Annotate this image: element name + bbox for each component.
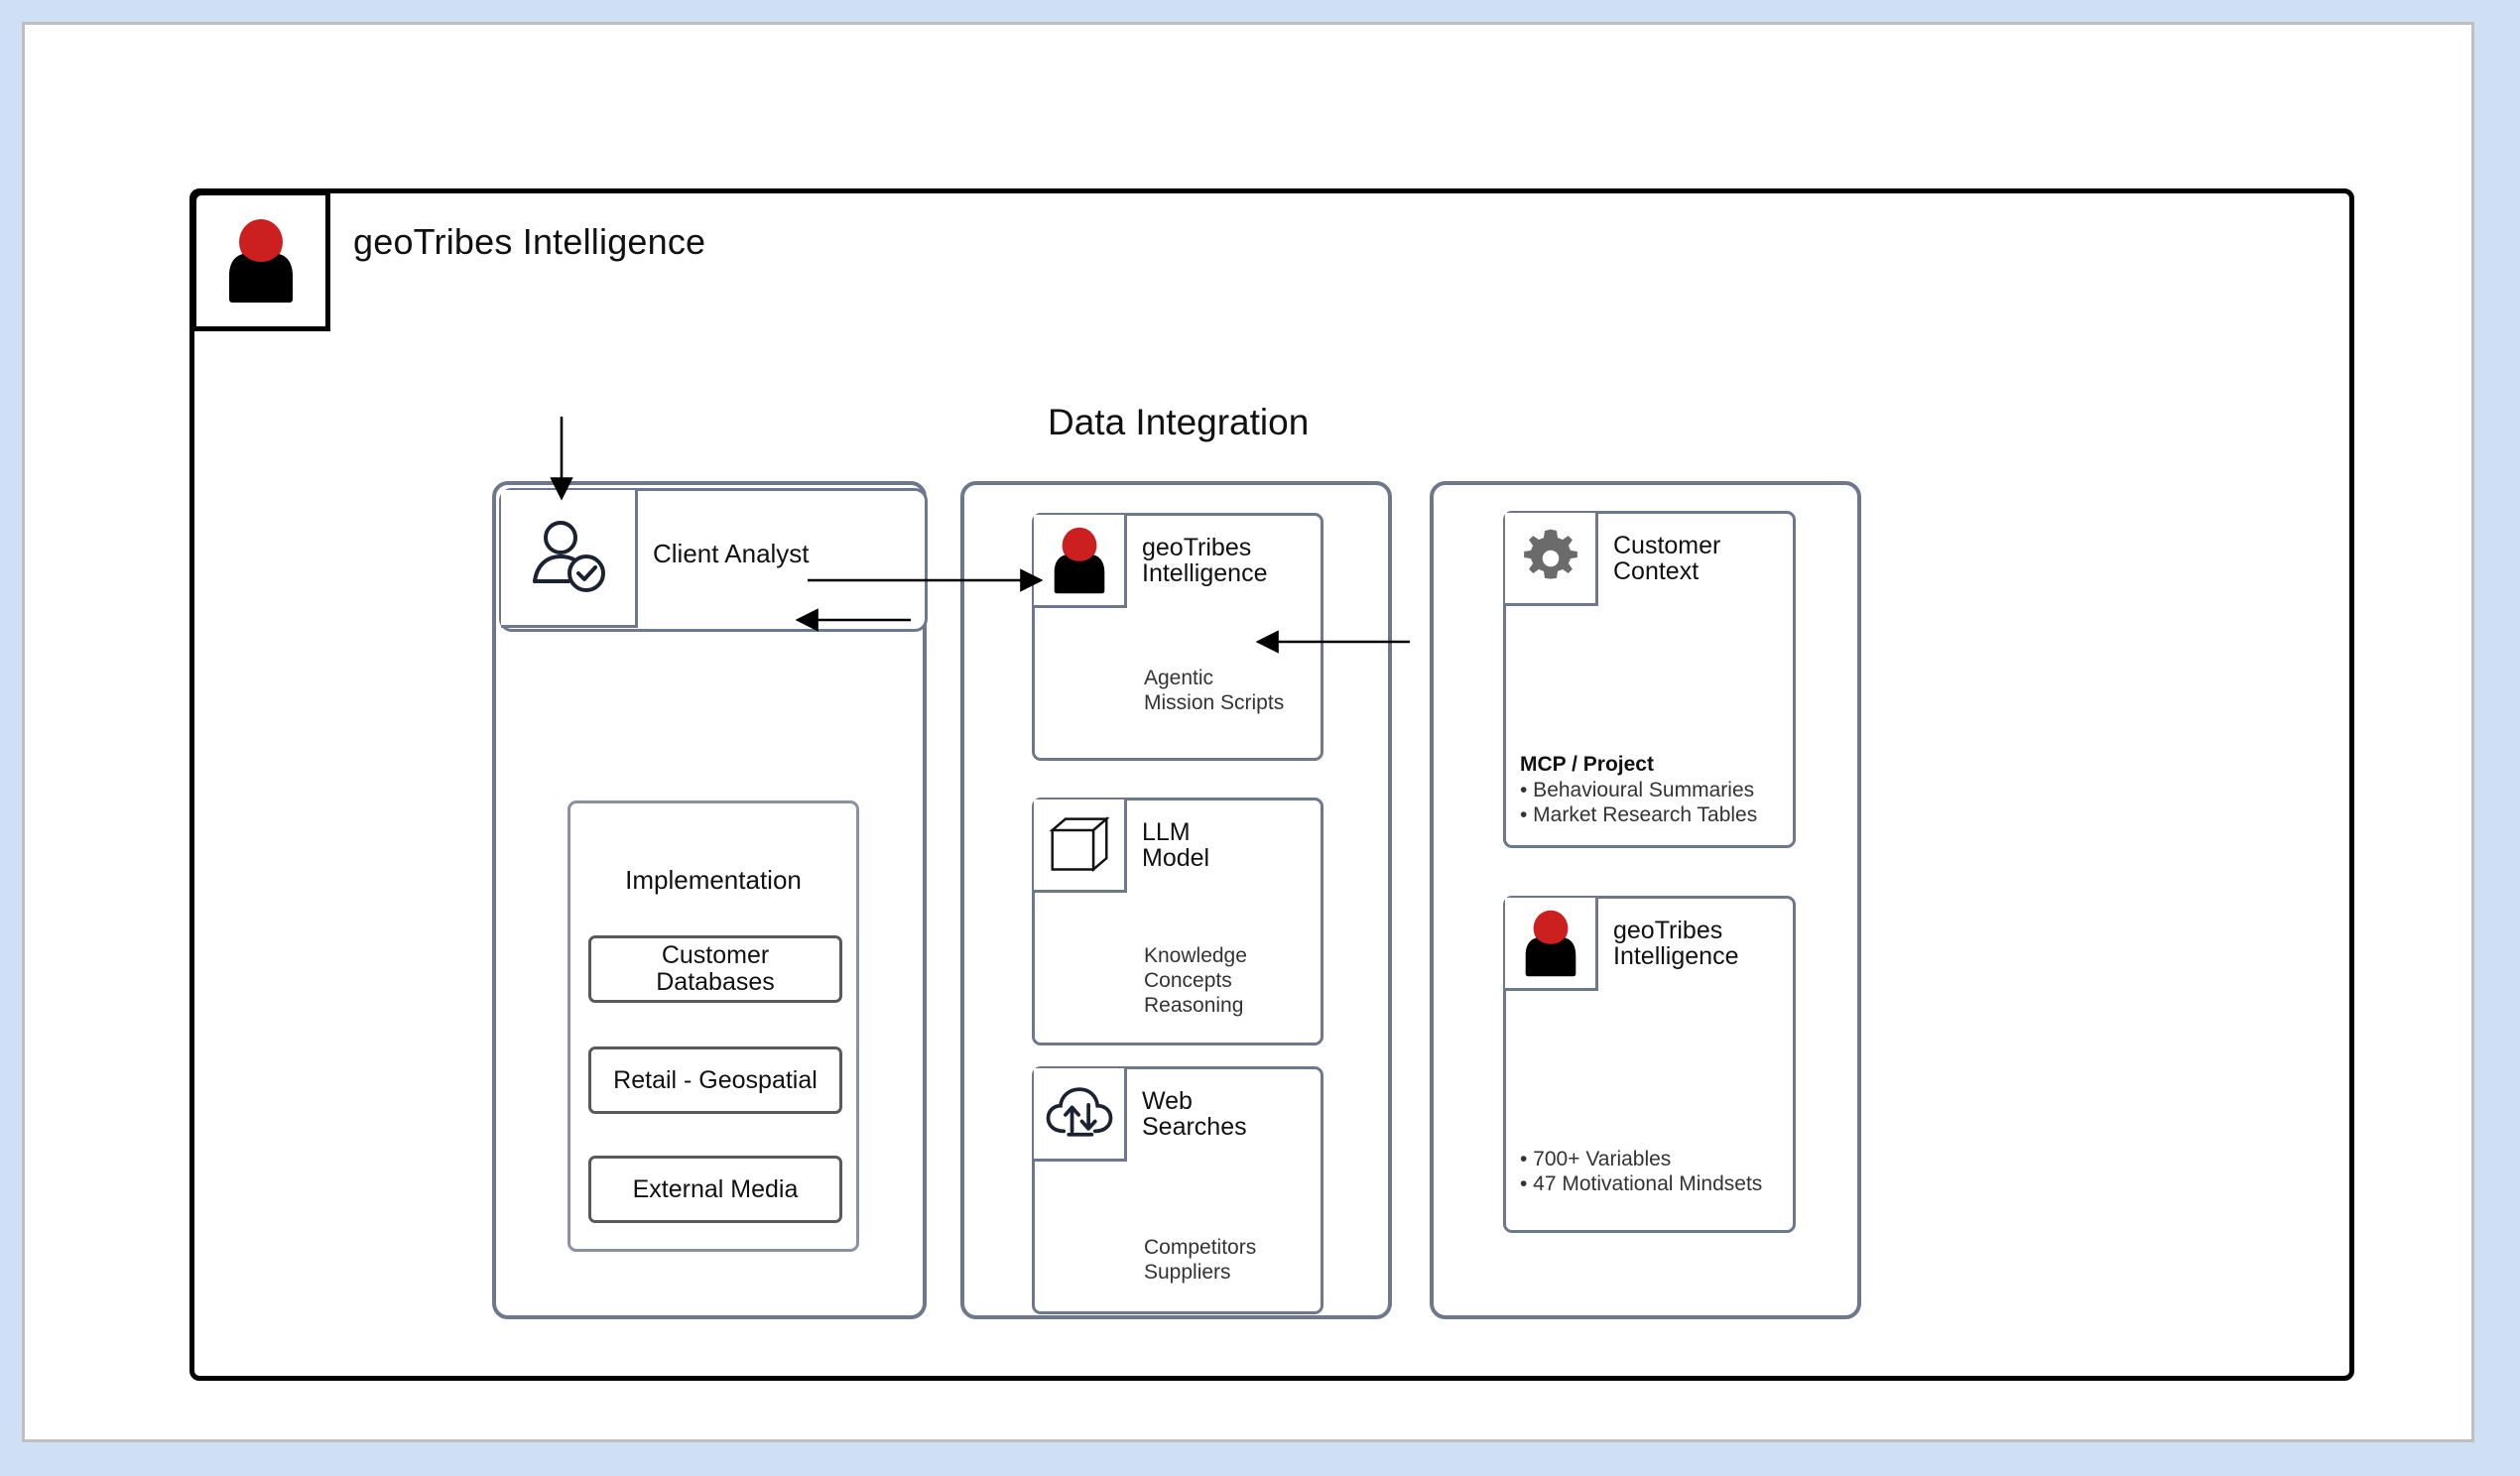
person-verified-icon-tile [501, 490, 638, 628]
column-data-integration: geoTribes Intelligence Agentic Mission S… [960, 481, 1392, 1319]
card-list: MCP / Project • Behavioural Summaries • … [1520, 752, 1757, 828]
gear-icon [1523, 529, 1577, 579]
card-list-item: • 47 Motivational Mindsets [1520, 1172, 1763, 1196]
implementation-item-retail-geospatial[interactable]: Retail - Geospatial [588, 1046, 842, 1114]
person-red-head-icon [229, 219, 293, 303]
person-red-head-icon-tile [1034, 515, 1127, 608]
card-title: LLM Model [1142, 818, 1210, 872]
card-llm-model[interactable]: LLM Model Knowledge Concepts Reasoning [1032, 798, 1323, 1046]
gear-icon-tile [1505, 513, 1598, 606]
card-list: • 700+ Variables • 47 Motivational Minds… [1520, 1147, 1762, 1196]
card-title: geoTribes Intelligence [1613, 917, 1739, 970]
card-list-heading: MCP / Project [1520, 753, 1654, 776]
card-subtitle: Agentic Mission Scripts [1144, 667, 1285, 714]
implementation-item-customer-databases[interactable]: Customer Databases [588, 935, 842, 1003]
card-list-item: • Behavioural Summaries [1520, 779, 1755, 802]
implementation-item-external-media[interactable]: External Media [588, 1156, 842, 1223]
column-client: Client Analyst Implementation Customer D… [492, 481, 928, 1319]
card-subtitle: Knowledge Concepts Reasoning [1144, 944, 1247, 1017]
card-title: Web Searches [1142, 1087, 1247, 1141]
diagram-title: Data Integration [1048, 402, 1310, 442]
brand-badge [191, 190, 330, 331]
outer-diagram-frame: geoTribes Intelligence Data Integration [189, 188, 2354, 1381]
card-client-analyst[interactable]: Client Analyst [499, 488, 928, 632]
person-red-head-icon [1054, 527, 1104, 593]
cube-3d-icon [1048, 815, 1110, 872]
card-list-item: • Market Research Tables [1520, 803, 1758, 827]
card-title: geoTribes Intelligence [1142, 534, 1268, 587]
person-verified-icon [532, 521, 605, 592]
card-geotribes-intelligence-data[interactable]: geoTribes Intelligence • 700+ Variables … [1503, 896, 1796, 1233]
brand-title: geoTribes Intelligence [353, 221, 706, 262]
card-web-searches[interactable]: Web Searches Competitors Suppliers [1032, 1066, 1323, 1314]
card-client-analyst-title: Client Analyst [653, 539, 810, 568]
card-title: Customer Context [1613, 532, 1721, 585]
cloud-upload-download-icon-tile [1034, 1068, 1127, 1162]
column-context-sources: Customer Context MCP / Project • Behavio… [1430, 481, 1861, 1319]
card-list-item: • 700+ Variables [1520, 1148, 1672, 1170]
card-subtitle: Competitors Suppliers [1144, 1236, 1257, 1284]
card-customer-context[interactable]: Customer Context MCP / Project • Behavio… [1503, 511, 1796, 848]
cloud-upload-download-icon [1046, 1086, 1112, 1137]
person-red-head-icon [1525, 910, 1575, 976]
implementation-box: Implementation Customer Databases Retail… [567, 800, 859, 1252]
implementation-title: Implementation [625, 865, 802, 895]
card-geotribes-intelligence-agentic[interactable]: geoTribes Intelligence Agentic Mission S… [1032, 513, 1323, 761]
cube-3d-icon-tile [1034, 800, 1127, 893]
page-canvas: geoTribes Intelligence Data Integration [22, 22, 2474, 1442]
person-red-head-icon-tile [1505, 898, 1598, 991]
